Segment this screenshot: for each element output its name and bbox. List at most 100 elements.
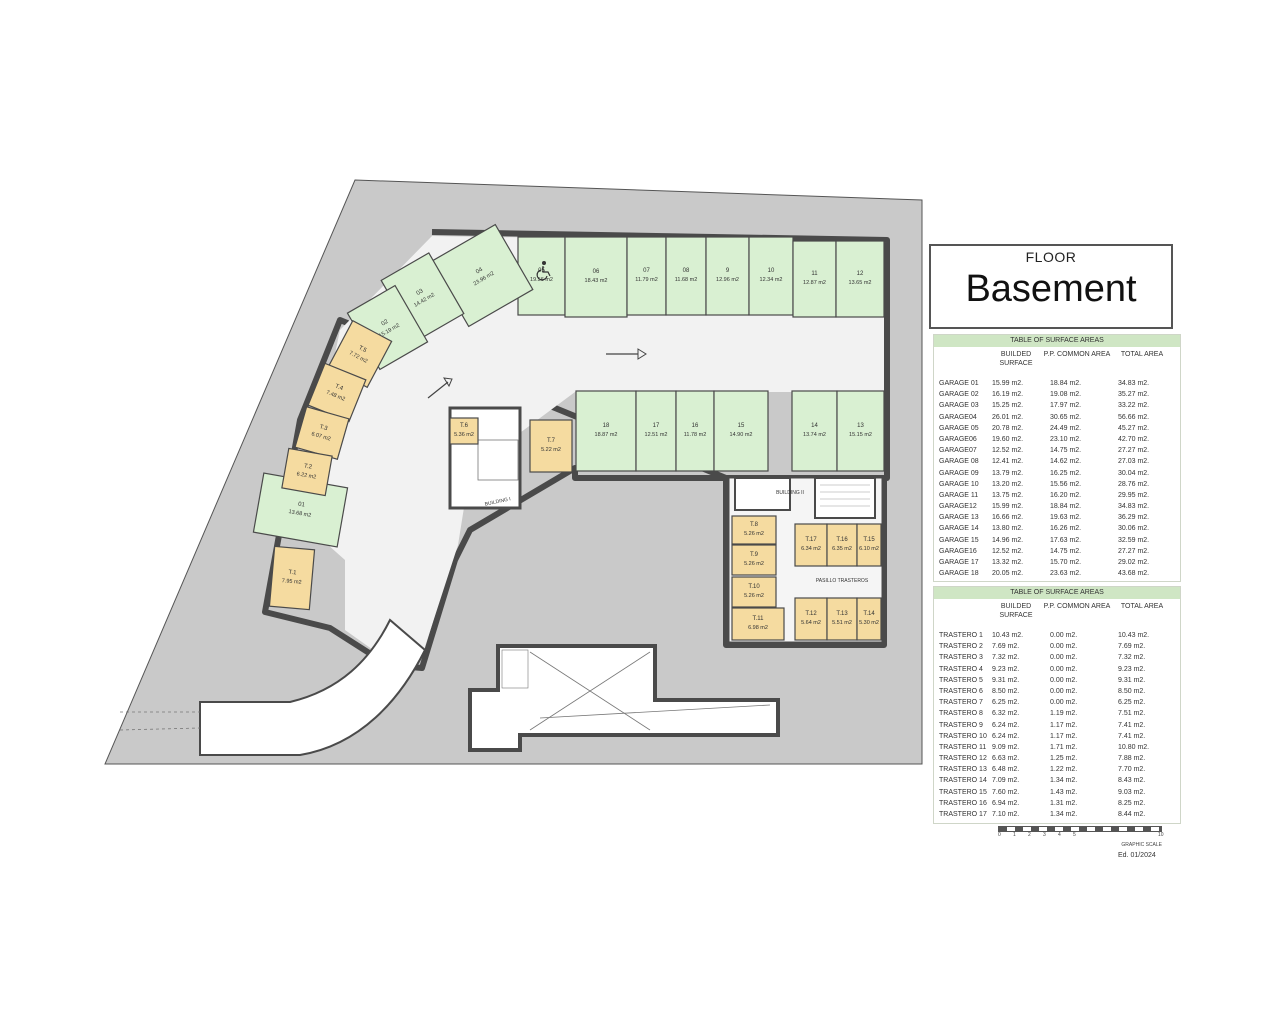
- garage-area: 14.90 m2: [730, 432, 753, 438]
- storage-shape: [731, 576, 777, 608]
- storage-corridor-label: PASILLO TRASTEROS: [816, 578, 869, 584]
- builded-surface: 12.41 m2.: [992, 458, 1024, 466]
- storage-t1: T.17.95 m2: [268, 545, 316, 611]
- common-area: 15.56 m2.: [1050, 480, 1082, 488]
- total-area: 9.03 m2.: [1118, 788, 1146, 796]
- common-area: 1.34 m2.: [1050, 811, 1078, 818]
- builded-surface: 16.66 m2.: [992, 514, 1024, 522]
- total-area: 7.69 m2.: [1118, 643, 1146, 651]
- storage-area: 5.26 m2: [744, 561, 764, 567]
- total-area: 7.51 m2.: [1118, 710, 1146, 718]
- total-area: 34.83 m2.: [1118, 380, 1150, 387]
- builded-surface: 12.52 m2.: [992, 547, 1024, 555]
- total-area: 30.06 m2.: [1118, 525, 1150, 533]
- storage-number: T.1: [288, 570, 297, 577]
- garage-area: 13.74 m2: [803, 432, 826, 438]
- storage-t10: T.10 5.26 m2: [731, 576, 777, 608]
- storage-area: 6.07 m2: [311, 431, 332, 442]
- storage-t17: T.176.34 m2: [794, 523, 828, 567]
- garage-shape: [705, 236, 750, 316]
- storage-t9: T.95.26 m2: [731, 544, 777, 576]
- total-area: 30.04 m2.: [1118, 469, 1150, 477]
- col-common: P.P. COMMON AREA: [1043, 603, 1111, 610]
- storage-number: T.10: [748, 584, 760, 590]
- common-area: 15.70 m2.: [1050, 559, 1082, 566]
- row-label: GARAGE 02: [939, 391, 979, 399]
- scale-tick: 1: [1013, 832, 1016, 838]
- col-builded: BUILDED SURFACE: [999, 603, 1033, 619]
- building-i-label: BUILDING I: [484, 496, 511, 507]
- row-label: GARAGE 14: [939, 525, 979, 533]
- builded-surface: 7.10 m2.: [992, 811, 1020, 818]
- floor-label: FLOOR: [1025, 249, 1077, 265]
- storage-number: T.16: [836, 537, 848, 543]
- total-area: 7.32 m2.: [1118, 654, 1146, 662]
- builded-surface: 19.60 m2.: [992, 435, 1024, 443]
- total-area: 42.70 m2.: [1118, 435, 1150, 443]
- row-label: GARAGE06: [939, 435, 977, 443]
- col-total: TOTAL AREA: [1120, 351, 1164, 358]
- driveway: [300, 236, 884, 662]
- storage-area: 6.34 m2: [801, 546, 821, 552]
- row-label: TRASTERO 6: [939, 687, 983, 695]
- common-area: 17.97 m2.: [1050, 402, 1082, 410]
- storage-area: 7.95 m2: [281, 578, 301, 586]
- storage-area: 6.98 m2: [748, 625, 768, 631]
- total-area: 27.03 m2.: [1118, 458, 1150, 466]
- builded-surface: 13.79 m2.: [992, 469, 1024, 477]
- storage-area: 5.26 m2: [744, 593, 764, 599]
- storage-shape: [731, 607, 785, 641]
- garage-number: 08: [683, 268, 690, 274]
- common-area: 1.17 m2.: [1050, 732, 1078, 740]
- row-label: GARAGE 11: [939, 491, 979, 499]
- common-area: 17.63 m2.: [1050, 536, 1082, 544]
- garage-number: 04: [475, 267, 484, 276]
- common-area: 1.17 m2.: [1050, 721, 1078, 729]
- builded-surface: 8.50 m2.: [992, 687, 1020, 695]
- builded-surface: 9.31 m2.: [992, 676, 1020, 684]
- common-area: 1.25 m2.: [1050, 755, 1078, 763]
- garage-shape: [675, 390, 715, 472]
- common-area: 1.71 m2.: [1050, 743, 1078, 751]
- storage-t8: T.85.26 m2: [731, 515, 777, 545]
- storage-area: 5.64 m2: [801, 620, 821, 626]
- garage-number: 07: [643, 268, 650, 274]
- garage-number: 17: [653, 423, 660, 429]
- total-area: 29.95 m2.: [1118, 491, 1150, 499]
- builded-surface: 20.78 m2.: [992, 424, 1024, 432]
- total-area: 10.43 m2.: [1118, 632, 1150, 639]
- garage-area: 18.43 m2: [585, 278, 608, 284]
- storage-shape: [794, 523, 828, 567]
- garage-surface-table: TABLE OF SURFACE AREAS BUILDED SURFACE P…: [933, 334, 1181, 582]
- row-label: TRASTERO 11: [939, 743, 987, 751]
- access-ramp: [199, 618, 427, 756]
- common-area: 0.00 m2.: [1050, 665, 1078, 673]
- builded-surface: 6.24 m2.: [992, 732, 1020, 740]
- storage-number: T.6: [460, 423, 469, 429]
- scale-bar: [998, 826, 1162, 832]
- builded-surface: 13.32 m2.: [992, 559, 1024, 566]
- scale-tick: 4: [1058, 832, 1061, 838]
- storage-number: T.11: [753, 616, 765, 622]
- common-area: 23.63 m2.: [1050, 570, 1082, 578]
- common-area: 14.62 m2.: [1050, 458, 1082, 466]
- building-ii-core: [734, 477, 791, 511]
- common-area: 16.25 m2.: [1050, 469, 1082, 477]
